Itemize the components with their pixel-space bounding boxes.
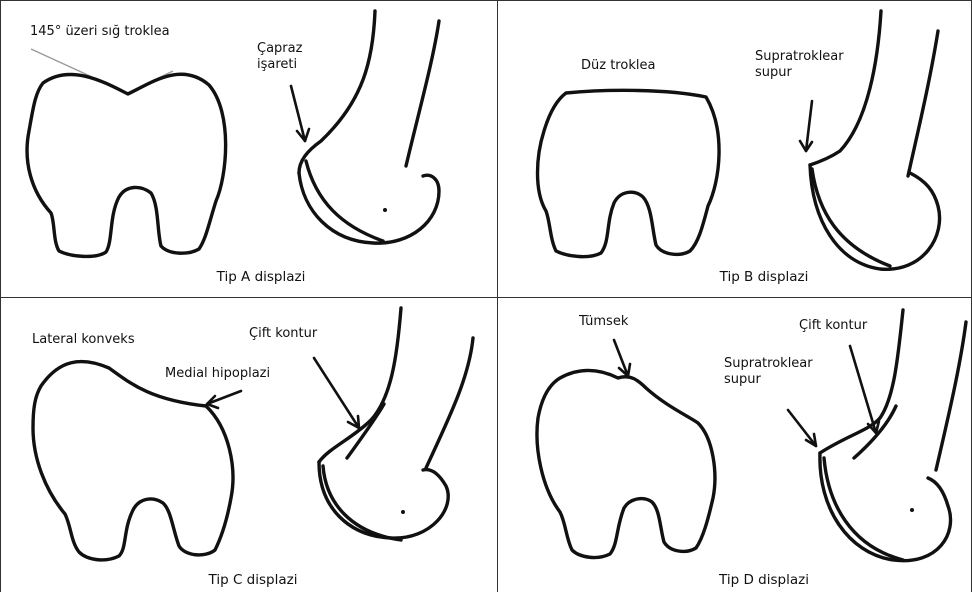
condyle-center-dot xyxy=(910,508,914,512)
caption-type-d: Tip D displazi xyxy=(694,572,834,588)
caption-type-c: Tip C displazi xyxy=(183,572,323,588)
label-double-contour: Çift kontur xyxy=(249,326,317,342)
femur-shaft-anterior xyxy=(936,322,966,470)
label-lateral-convex: Lateral konveks xyxy=(32,332,135,348)
panel-type-b: Düz troklea Supratroklear supur Tip B di… xyxy=(498,1,971,297)
femur-shaft-anterior xyxy=(426,338,473,468)
double-contour-arrow xyxy=(314,358,359,428)
label-bump: Tümsek xyxy=(579,314,628,330)
label-crossing-sign: Çapraz işareti xyxy=(257,41,302,73)
trochlear-line xyxy=(812,169,890,266)
label-flat-trochlea: Düz troklea xyxy=(581,58,655,74)
femur-shaft-anterior xyxy=(406,21,439,166)
femur-axial-outline xyxy=(538,90,720,256)
trochlear-line xyxy=(824,458,903,560)
panel-d-drawing xyxy=(498,298,971,592)
label-medial-hypoplasia: Medial hipoplazi xyxy=(165,366,270,382)
caption-type-b: Tip B displazi xyxy=(694,269,834,285)
label-supratrochlear-spur: Supratroklear supur xyxy=(755,49,844,81)
label-shallow-trochlea: 145° üzeri sığ troklea xyxy=(30,24,170,40)
panel-type-a: 145° üzeri sığ troklea Çapraz işareti Ti… xyxy=(1,1,497,297)
condyle-lateral-outline xyxy=(299,173,439,243)
condyle-center-dot xyxy=(401,510,405,514)
condyle-lateral-outline xyxy=(820,453,951,561)
condyle-lateral-outline xyxy=(319,462,448,538)
double-contour-arrow xyxy=(850,346,876,433)
trochlear-line xyxy=(323,466,401,540)
supratrochlear-spur-arrow xyxy=(788,410,816,446)
panel-type-c: Lateral konveks Medial hipoplazi Çift ko… xyxy=(1,298,497,592)
double-contour-line xyxy=(347,404,384,458)
femur-shaft-posterior xyxy=(810,11,881,165)
panel-type-d: Tümsek Çift kontur Supratroklear supur T… xyxy=(498,298,971,592)
panel-b-drawing xyxy=(498,1,971,297)
femur-axial-outline xyxy=(537,371,715,558)
label-supratrochlear-spur: Supratroklear supur xyxy=(724,356,813,388)
femur-axial-outline xyxy=(33,362,233,560)
label-double-contour: Çift kontur xyxy=(799,318,867,334)
caption-type-a: Tip A displazi xyxy=(191,269,331,285)
condyle-center-dot xyxy=(383,208,387,212)
trochlear-angle-lines xyxy=(31,49,173,93)
panel-a-drawing xyxy=(1,1,497,297)
femur-shaft-posterior xyxy=(299,11,375,173)
femur-shaft-anterior xyxy=(908,31,938,176)
trochlear-line xyxy=(306,161,383,241)
femur-axial-outline xyxy=(27,74,226,256)
